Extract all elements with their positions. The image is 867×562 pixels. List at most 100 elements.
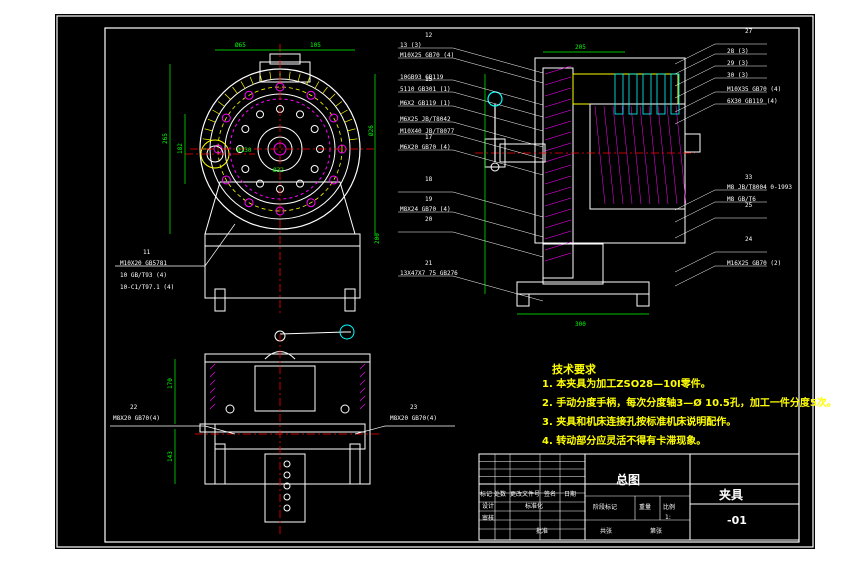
header-count: 处数 — [494, 491, 507, 498]
side-hatch-block — [544, 65, 572, 75]
side-callout-left-id-0: 12 — [425, 32, 433, 39]
side-hatch-block — [544, 76, 572, 86]
side-callout-left-id-9: 19 — [425, 196, 433, 203]
part-name: 夹具 — [719, 488, 744, 502]
side-callout-left-id-8: 18 — [425, 176, 433, 183]
callout-23-text: M8X20 GB70(4) — [390, 415, 437, 422]
front-serration — [269, 71, 272, 80]
front-serration — [329, 93, 336, 100]
front-serration — [347, 128, 356, 132]
side-hatch-block — [544, 98, 572, 108]
side-hatch-disc — [612, 105, 624, 205]
front-serration — [259, 73, 263, 82]
side-callout-right-leader — [674, 65, 716, 87]
front-index-hole — [329, 113, 339, 123]
header-change-doc: 更改文件号 — [510, 491, 541, 498]
side-callout-right-text-10: M16X25 GB70 (2) — [727, 260, 782, 267]
plan-hatch-left — [209, 379, 216, 386]
side-hatch-disc — [666, 105, 678, 205]
callout-22-text: M8X20 GB70(4) — [113, 415, 160, 422]
dim-side-bottom-text: 300 — [575, 321, 586, 328]
side-callout-right-id-6: 33 — [745, 174, 753, 181]
side-hatch-block — [544, 120, 572, 130]
title-block-frame — [478, 453, 800, 541]
inner-frame — [104, 27, 800, 543]
plan-hatch-right — [359, 403, 366, 410]
side-hatch-disc — [675, 105, 687, 205]
callout-11-id: 11 — [143, 249, 151, 256]
front-bolt-right — [344, 288, 356, 312]
plan-hatch-right — [359, 395, 366, 402]
side-callout-left-leader — [452, 211, 544, 238]
side-callout-left-text-2: 10GB93 GB119 — [400, 74, 444, 81]
side-callout-right-leader — [674, 265, 716, 287]
side-callout-left-text-3: 5110 GB301 (1) — [400, 86, 451, 93]
side-callout-right-text-5: 6X30 GB119 (4) — [727, 98, 778, 105]
plan-hatch-right — [359, 363, 366, 370]
side-callout-left-id-11: 21 — [425, 260, 433, 267]
plan-hatch-left — [209, 395, 216, 402]
dim-plan-left-lower-text: 143 — [167, 451, 174, 462]
plan-flange-top — [199, 423, 366, 433]
front-hub — [257, 126, 303, 172]
plan-hatch-right — [359, 379, 366, 386]
side-hatch-block — [544, 153, 572, 163]
front-top-cap — [269, 53, 301, 65]
sheet-index: 第张 — [650, 528, 663, 535]
side-callout-right-leader — [674, 103, 716, 125]
weight-label: 重量 — [639, 504, 652, 511]
plan-hatch-right — [359, 387, 366, 394]
front-serration — [288, 71, 291, 80]
side-lever-pivot — [490, 162, 500, 172]
scale-value: 1: — [665, 514, 671, 521]
side-hatch-disc — [630, 105, 642, 205]
plan-outer-body — [204, 353, 371, 485]
side-hatch-block — [544, 197, 572, 207]
plan-column-hole — [283, 482, 291, 490]
side-hatch-disc — [621, 105, 633, 205]
side-callout-left-leader — [452, 47, 544, 74]
side-fin — [614, 73, 624, 115]
front-serration — [306, 76, 311, 85]
side-upper-flange — [572, 73, 679, 105]
front-serration — [344, 118, 353, 123]
technical-requirement-3: 3. 夹具和机床连接孔按标准机床说明配作。 — [542, 417, 737, 428]
front-serration — [340, 109, 348, 115]
front-index-hole — [244, 198, 254, 208]
callout-11-line-1: M10X20 GB5781 — [120, 260, 167, 267]
header-mark: 标记 — [480, 491, 493, 498]
side-hatch-block — [544, 208, 572, 218]
side-callout-right-text-7: M8 GB/T6 — [727, 196, 756, 203]
front-serration — [249, 76, 254, 85]
callout-11-line-3: 10-C1/T97.1 (4) — [120, 284, 175, 291]
side-callout-left-id-3: 15 — [425, 76, 433, 83]
front-outer-ring — [199, 68, 361, 230]
side-callout-left-text-5: M6X25 JB/T8042 — [400, 116, 451, 123]
side-callout-left-text-9: M8X24 GB70 (4) — [400, 206, 451, 213]
plan-column-hole — [283, 460, 291, 468]
plan-hatch-left — [209, 363, 216, 370]
dim-front-height-left-text: 265 — [162, 133, 169, 144]
side-hatch-block — [544, 142, 572, 152]
side-callout-right-leader — [674, 217, 716, 239]
front-disc-hole — [241, 125, 250, 133]
callout-11-leader — [204, 223, 236, 267]
front-serration — [297, 73, 301, 82]
plan-hatch-left — [209, 387, 216, 394]
dim-plan-left-upper-text: 170 — [167, 378, 174, 389]
side-callout-right-id-8: 25 — [745, 202, 753, 209]
side-callout-left-leader — [452, 121, 544, 148]
review-label: 审核 — [482, 515, 495, 522]
side-callout-left-text-6: M10X40 JB/T8077 — [400, 128, 455, 135]
side-lever-knob — [487, 91, 503, 107]
plan-hatch-left — [209, 403, 216, 410]
side-callout-left-leader — [452, 105, 544, 132]
design-label: 设计 — [482, 503, 495, 510]
side-callout-right-leader — [674, 53, 716, 75]
front-disc-hole — [256, 179, 264, 188]
side-callout-left-text-7: M6X20 GB70 (4) — [400, 144, 451, 151]
side-hatch-block — [544, 219, 572, 229]
side-shaft — [499, 143, 546, 163]
side-callout-right-leader — [674, 77, 716, 99]
side-fin — [642, 73, 652, 115]
